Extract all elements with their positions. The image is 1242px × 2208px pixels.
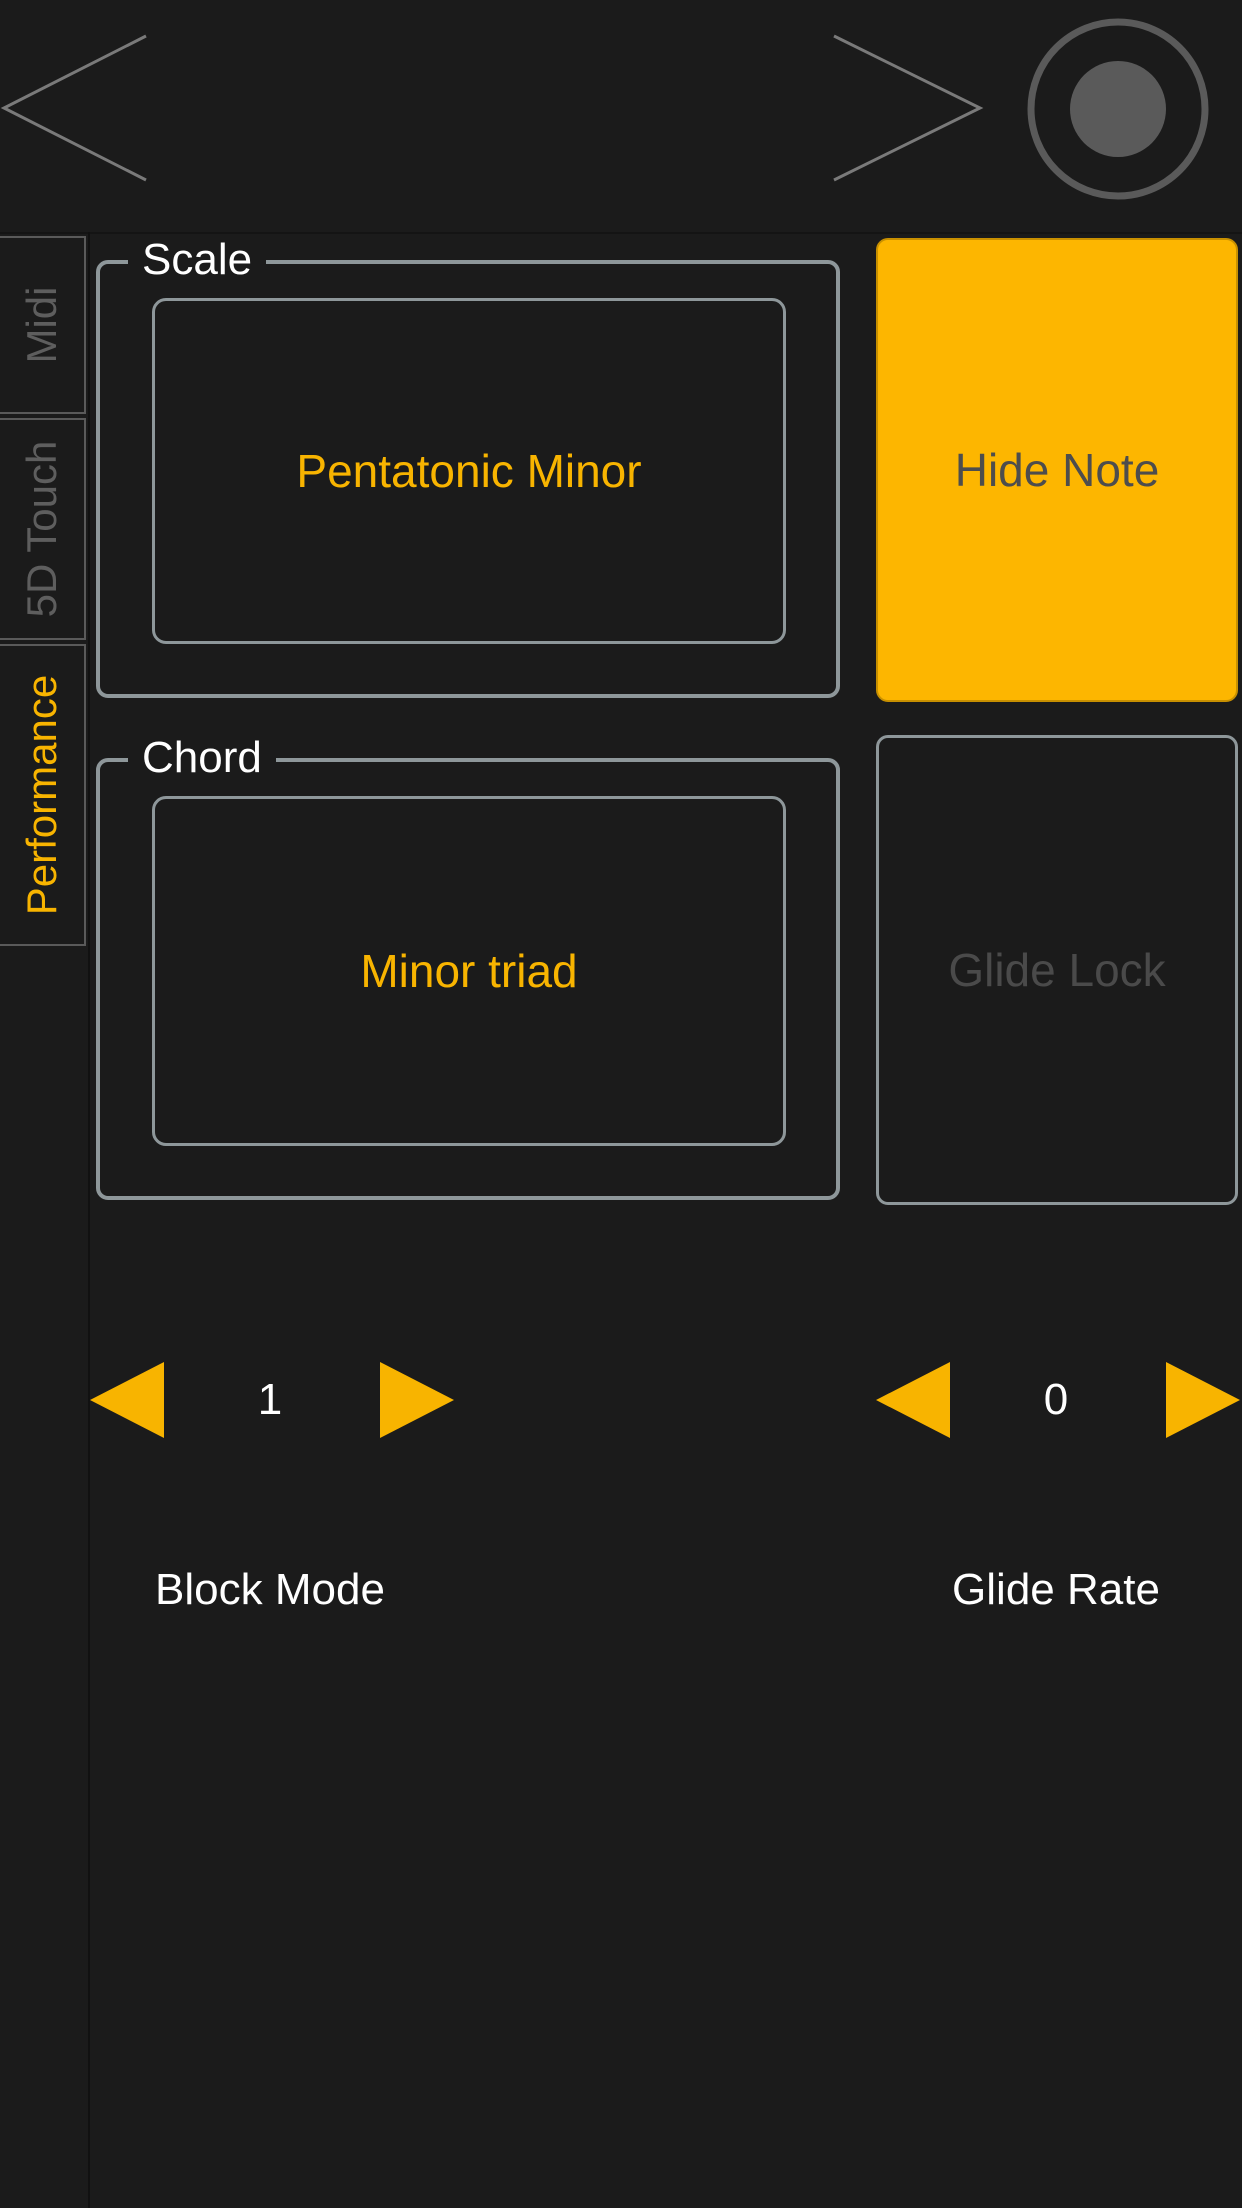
tab-5d-touch[interactable]: 5D Touch bbox=[0, 418, 86, 640]
chord-label: Chord bbox=[128, 732, 276, 784]
scale-value: Pentatonic Minor bbox=[296, 445, 642, 497]
glide-rate-label: Glide Rate bbox=[952, 1565, 1160, 1614]
scale-label: Scale bbox=[128, 234, 267, 286]
scale-group: Scale Pentatonic Minor bbox=[96, 234, 840, 698]
chord-group: Chord Minor triad bbox=[96, 732, 840, 1200]
glide-rate-decrement-button[interactable] bbox=[876, 1362, 950, 1438]
chord-value: Minor triad bbox=[360, 945, 578, 997]
block-mode-decrement-button[interactable] bbox=[90, 1362, 164, 1438]
record-icon bbox=[1027, 18, 1209, 200]
hide-note-label: Hide Note bbox=[954, 444, 1160, 496]
top-bar bbox=[0, 0, 1242, 234]
block-mode-value: 1 bbox=[257, 1375, 283, 1424]
tab-performance[interactable]: Performance bbox=[0, 644, 86, 946]
glide-lock-label: Glide Lock bbox=[948, 944, 1166, 996]
block-mode-label: Block Mode bbox=[155, 1565, 385, 1614]
glide-rate-increment-button[interactable] bbox=[1166, 1362, 1240, 1438]
tab-midi[interactable]: Midi bbox=[0, 236, 86, 414]
chord-selector[interactable]: Minor triad bbox=[152, 796, 786, 1146]
tab-strip bbox=[0, 232, 90, 2208]
chevron-left-icon bbox=[0, 34, 147, 182]
chevron-right-icon bbox=[833, 34, 984, 182]
tab-performance-label: Performance bbox=[18, 674, 65, 916]
block-mode-increment-button[interactable] bbox=[380, 1362, 454, 1438]
nav-prev-button[interactable] bbox=[0, 30, 150, 190]
scale-selector[interactable]: Pentatonic Minor bbox=[152, 298, 786, 644]
record-button[interactable] bbox=[1026, 17, 1210, 201]
tab-5d-touch-label: 5D Touch bbox=[18, 440, 65, 618]
nav-next-button[interactable] bbox=[830, 30, 986, 190]
glide-lock-button[interactable]: Glide Lock bbox=[876, 735, 1238, 1205]
glide-rate-value: 0 bbox=[1043, 1375, 1069, 1424]
tab-midi-label: Midi bbox=[18, 286, 65, 364]
hide-note-button[interactable]: Hide Note bbox=[876, 238, 1238, 702]
